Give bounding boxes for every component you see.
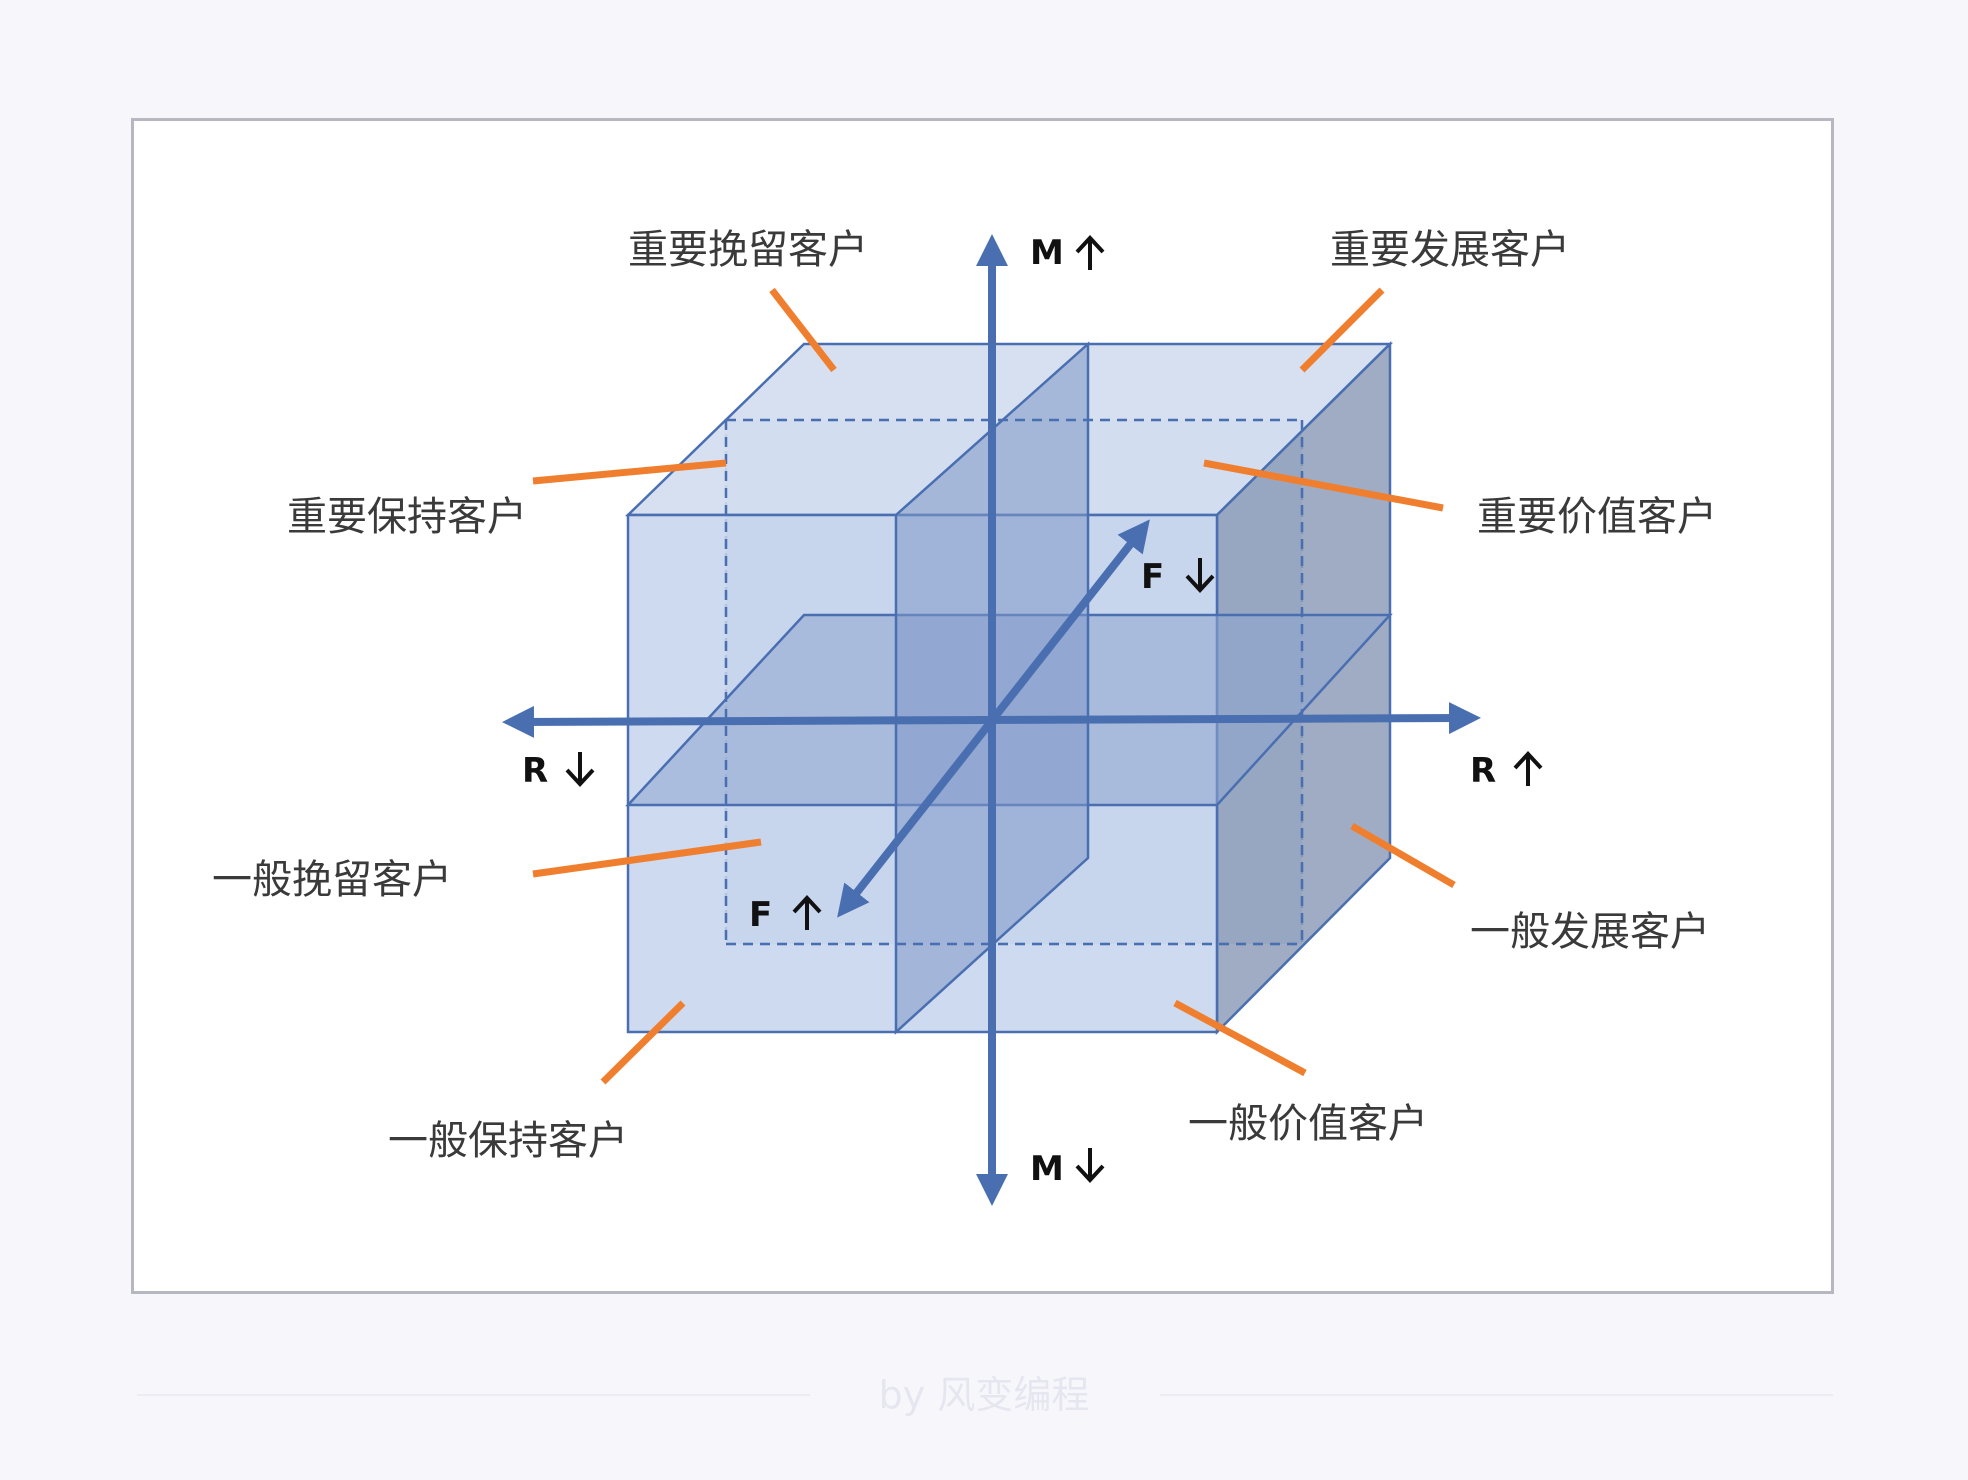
label-m-up: M [1030,233,1064,273]
label-general-develop: 一般发展客户 [1470,909,1710,955]
up-arrow-icon [792,895,822,930]
leader-important-value [1203,459,1444,512]
leader-important-keep [532,459,727,485]
down-arrow-icon [1185,558,1215,593]
label-f-down: F [1141,557,1164,597]
footer-rule-left [137,1394,810,1396]
label-m-down: M [1030,1149,1064,1189]
leader-important-develop [1299,287,1385,373]
label-important-value: 重要价值客户 [1477,494,1717,540]
footer: by 风变编程 [0,1370,1968,1420]
label-f-up: F [749,895,772,935]
label-general-retain: 一般挽留客户 [212,857,452,903]
leader-general-keep [600,1000,686,1085]
footer-credit: by 风变编程 [878,1373,1090,1417]
down-arrow-icon [565,752,595,787]
f-axis [837,519,1150,918]
up-arrow-icon [1075,235,1105,270]
label-general-value: 一般价值客户 [1188,1101,1428,1147]
label-r-up: R [1470,751,1496,791]
label-important-develop: 重要发展客户 [1330,227,1570,273]
leader-important-retain [769,287,837,373]
label-general-keep: 一般保持客户 [388,1118,628,1164]
leader-general-value [1173,999,1307,1077]
label-important-keep: 重要保持客户 [287,494,527,540]
down-arrow-icon [1075,1148,1105,1183]
label-r-down: R [522,751,548,791]
label-important-retain: 重要挽留客户 [628,227,868,273]
footer-rule-right [1160,1394,1833,1396]
leader-general-retain [532,838,762,878]
up-arrow-icon [1513,751,1543,786]
leader-lines [532,287,1456,1085]
leader-general-develop [1350,822,1456,889]
